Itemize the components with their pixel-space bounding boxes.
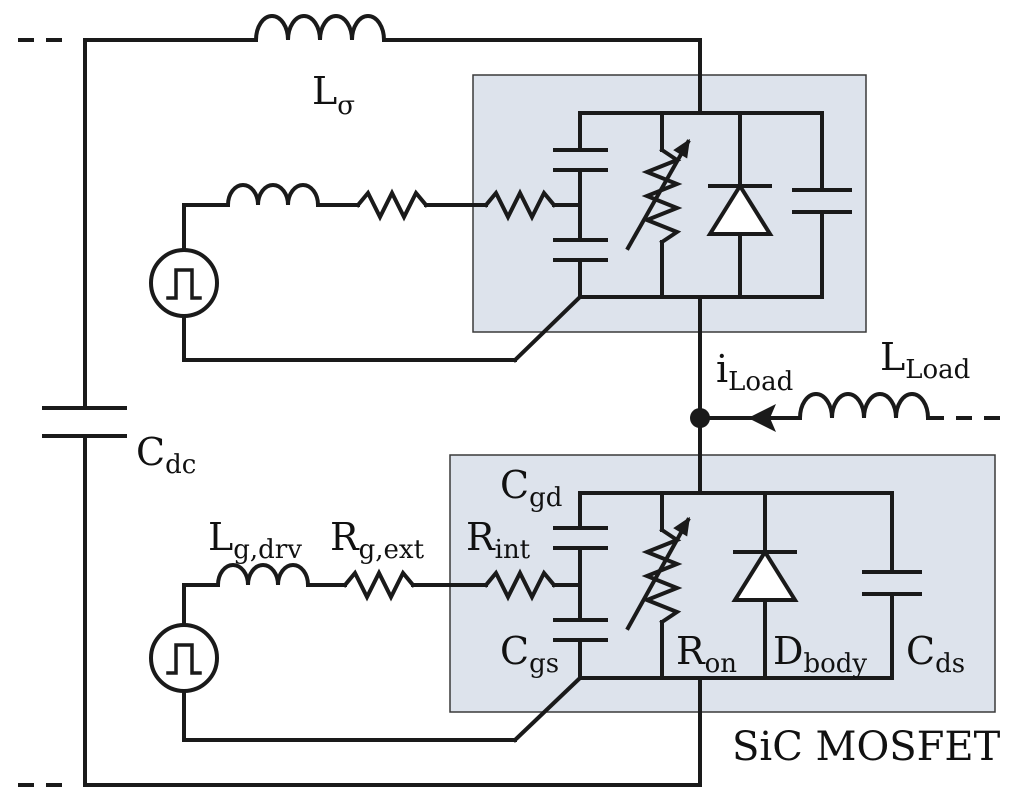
- label-r-int: Rint: [466, 515, 531, 565]
- dc-bus: [18, 14, 710, 787]
- label-i-load: iLoad: [716, 347, 793, 397]
- upper-pulse-source: [149, 248, 219, 318]
- label-d-body: Dbody: [773, 629, 867, 679]
- label-l-load: LLoad: [880, 335, 970, 385]
- lower-mosfet: [553, 491, 922, 680]
- label-c-ds: Cds: [906, 629, 965, 679]
- label-r-g-ext: Rg,ext: [330, 515, 425, 565]
- upper-gate-drive: [149, 183, 583, 363]
- label-l-g-drv: Lg,drv: [208, 515, 302, 565]
- label-sic-mosfet: SiC MOSFET: [732, 724, 1001, 770]
- label-c-dc: Cdc: [136, 430, 196, 480]
- label-c-gs: Cgs: [500, 629, 559, 679]
- lower-gate-drive: [149, 563, 583, 743]
- current-arrow: [748, 404, 776, 432]
- l-load-inductor: [797, 392, 931, 421]
- label-c-gd: Cgd: [500, 463, 562, 513]
- label-r-on: Ron: [676, 629, 737, 679]
- upper-mosfet: [553, 111, 852, 299]
- load-branch: [698, 392, 1012, 432]
- label-l-sigma: Lσ: [312, 69, 355, 121]
- l-sigma-inductor: [253, 14, 387, 43]
- lower-pulse-source: [149, 623, 219, 693]
